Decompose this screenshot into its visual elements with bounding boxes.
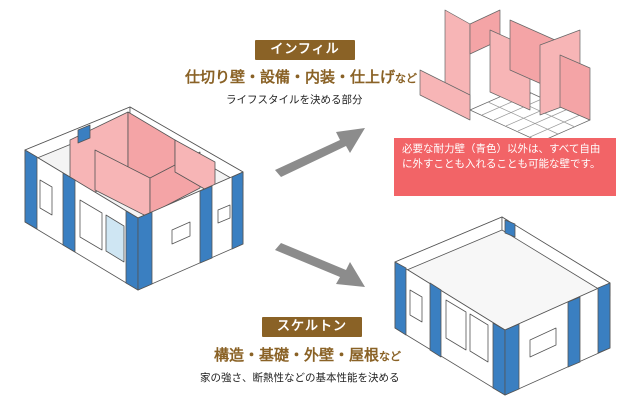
window bbox=[469, 313, 489, 363]
bearing-wall bbox=[492, 322, 506, 396]
bearing-wall bbox=[597, 282, 611, 354]
infill-partition bbox=[419, 69, 471, 121]
bearing-wall-note: 必要な耐力壁（青色）以外は、すべて自由に外すことも入れることも可能な壁です。 bbox=[394, 138, 616, 196]
skeleton-label: スケルトン bbox=[262, 317, 362, 337]
infill-partition bbox=[559, 54, 591, 121]
bearing-wall bbox=[137, 211, 153, 291]
skeleton-headline-suffix: など bbox=[379, 350, 402, 363]
skeleton-subline: 家の強さ、断熱性などの基本性能を決める bbox=[200, 372, 400, 384]
full-house-illustration bbox=[24, 106, 244, 291]
infill-headline: 仕切り壁・設備・内装・仕上げなど bbox=[185, 66, 417, 87]
skeleton-headline-text: 構造・基礎・外壁・屋根 bbox=[214, 346, 380, 364]
window bbox=[529, 327, 557, 358]
bearing-wall bbox=[394, 261, 407, 336]
window bbox=[39, 179, 53, 216]
infill-illustration bbox=[419, 9, 591, 143]
skeleton-headline: 構造・基礎・外壁・屋根など bbox=[214, 344, 401, 365]
infill-subline: ライフスタイルを決める部分 bbox=[226, 94, 363, 106]
bearing-wall bbox=[199, 185, 213, 264]
window bbox=[105, 214, 125, 263]
window bbox=[445, 299, 467, 351]
arrow-to-infill bbox=[275, 128, 365, 177]
bearing-wall bbox=[125, 210, 139, 291]
infill-headline-suffix: など bbox=[395, 72, 418, 85]
infill-label: インフィル bbox=[255, 40, 355, 60]
window bbox=[171, 221, 191, 245]
bearing-wall bbox=[504, 323, 520, 396]
infill-headline-text: 仕切り壁・設備・内装・仕上げ bbox=[185, 68, 396, 86]
bearing-wall bbox=[504, 219, 516, 238]
bearing-wall bbox=[567, 296, 581, 368]
window bbox=[409, 289, 423, 323]
bearing-wall bbox=[62, 172, 76, 253]
bearing-wall bbox=[24, 149, 38, 230]
bearing-wall bbox=[231, 171, 244, 250]
skeleton-illustration bbox=[394, 216, 611, 396]
window bbox=[217, 204, 231, 224]
bearing-wall bbox=[429, 282, 442, 358]
window bbox=[79, 199, 103, 251]
bearing-wall bbox=[77, 124, 91, 144]
arrow-to-skeleton bbox=[275, 243, 365, 287]
